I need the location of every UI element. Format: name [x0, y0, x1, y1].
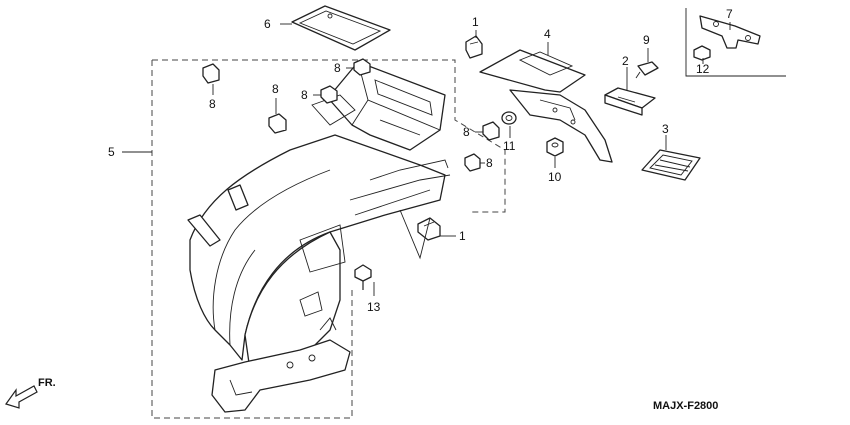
callout-6: 6 [264, 17, 271, 31]
part-5-rear-fender[interactable] [187, 61, 451, 413]
part-8-clip-mid-a[interactable] [320, 85, 338, 104]
part-4-license-bracket[interactable] [479, 49, 613, 163]
callout-5: 5 [108, 145, 115, 159]
callout-8-right-b: 8 [486, 156, 493, 170]
callout-2: 2 [622, 54, 629, 68]
callout-1-top: 1 [472, 15, 479, 29]
callout-8-right-a: 8 [463, 125, 470, 139]
callout-8-top: 8 [334, 61, 341, 75]
part-1-clip-top[interactable] [465, 35, 483, 59]
callout-3: 3 [662, 122, 669, 136]
part-8-clip-mid-b[interactable] [268, 113, 287, 134]
callout-13: 13 [367, 300, 381, 314]
callout-4: 4 [544, 27, 551, 41]
part-9-bulb[interactable] [635, 61, 659, 79]
part-11-grommet[interactable] [501, 111, 517, 125]
part-8-clip-top[interactable] [353, 58, 371, 76]
callout-9: 9 [643, 33, 650, 47]
part-8-clip-right-b[interactable] [464, 153, 481, 172]
callout-7: 7 [726, 7, 733, 21]
callout-8-left: 8 [209, 97, 216, 111]
callout-8-mid-a: 8 [301, 88, 308, 102]
diagram-code: MAJX-F2800 [653, 400, 718, 412]
assembly-boundary-5 [151, 59, 506, 419]
front-arrow-icon: FR. [5, 377, 56, 409]
leader-lines [122, 22, 731, 296]
part-2-license-light[interactable] [604, 87, 656, 116]
inset-box-7 [685, 8, 786, 77]
callout-12: 12 [696, 62, 710, 76]
part-7-stay[interactable] [699, 15, 761, 49]
part-6-pad[interactable] [291, 5, 391, 51]
part-10-nut[interactable] [546, 137, 564, 157]
part-8-clip-right-a[interactable] [482, 121, 500, 141]
callout-11: 11 [503, 139, 516, 153]
part-13-bolt[interactable] [354, 264, 372, 290]
part-12-nut[interactable] [693, 45, 711, 61]
part-8-clip-left[interactable] [202, 63, 220, 84]
callout-10: 10 [548, 170, 562, 184]
callout-1-mid: 1 [459, 229, 466, 243]
front-label: FR. [38, 377, 56, 389]
callout-8-mid-b: 8 [272, 82, 279, 96]
part-3-reflector[interactable] [641, 149, 701, 181]
